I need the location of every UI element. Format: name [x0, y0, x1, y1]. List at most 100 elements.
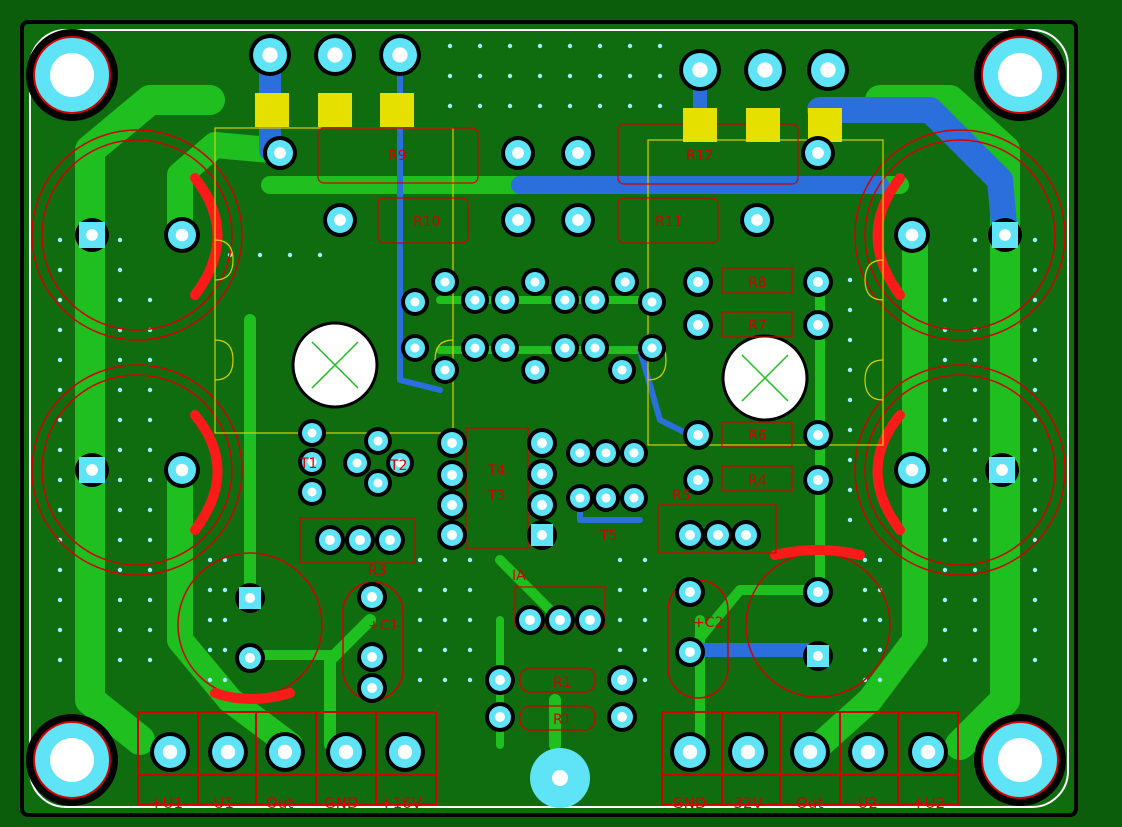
via: [117, 357, 123, 363]
via: [222, 617, 228, 623]
via: [117, 597, 123, 603]
via: [117, 387, 123, 393]
drill-hole: [307, 428, 317, 438]
label-t1: T1: [299, 456, 317, 472]
via: [507, 43, 513, 49]
drill-hole: [410, 343, 420, 353]
mounting-hole: [50, 53, 94, 97]
terminal-right-pin-4: -U2: [852, 794, 878, 812]
drill-hole: [693, 430, 703, 440]
via: [117, 297, 123, 303]
via: [847, 367, 853, 373]
via: [877, 617, 883, 623]
smd-pads: [255, 93, 842, 142]
drill-hole: [355, 535, 365, 545]
terminal-left-pin-4: GND: [324, 794, 358, 812]
resistor-outlines: [299, 123, 799, 731]
via: [57, 297, 63, 303]
through-hole-pads: [75, 34, 1022, 772]
via: [942, 297, 948, 303]
via: [537, 43, 543, 49]
via: [207, 587, 213, 593]
drill-hole: [440, 365, 450, 375]
via: [447, 73, 453, 79]
via: [617, 557, 623, 563]
via: [972, 357, 978, 363]
drill-hole: [525, 615, 535, 625]
drill-hole: [367, 652, 377, 662]
via: [117, 417, 123, 423]
drill-hole: [537, 500, 547, 510]
via: [847, 487, 853, 493]
via: [417, 617, 423, 623]
via: [1032, 567, 1038, 573]
drill-hole: [512, 214, 524, 226]
via: [477, 43, 483, 49]
via: [847, 397, 853, 403]
via: [417, 677, 423, 683]
terminal-left-pin-3: Out: [266, 794, 293, 812]
drill-hole: [820, 62, 836, 78]
via: [1032, 507, 1038, 513]
board-outline: [29, 29, 1069, 808]
drill-hole: [620, 277, 630, 287]
via: [417, 587, 423, 593]
drill-hole: [500, 295, 510, 305]
via: [537, 103, 543, 109]
drill-hole: [813, 430, 823, 440]
drill-hole: [175, 463, 189, 477]
transistor-mounting-holes: [291, 321, 809, 422]
via: [1032, 627, 1038, 633]
drill-hole: [629, 448, 639, 458]
via: [222, 557, 228, 563]
drill-hole: [495, 712, 505, 722]
via: [207, 647, 213, 653]
drill-hole: [555, 615, 565, 625]
via: [942, 357, 948, 363]
via: [877, 677, 883, 683]
via: [537, 73, 543, 79]
drill-hole: [813, 277, 823, 287]
drill-hole: [560, 295, 570, 305]
drill-hole: [530, 277, 540, 287]
via: [117, 567, 123, 573]
via: [972, 657, 978, 663]
via: [567, 43, 573, 49]
via: [57, 327, 63, 333]
via: [117, 507, 123, 513]
drill-hole: [693, 475, 703, 485]
drill-hole: [277, 744, 293, 760]
via: [642, 587, 648, 593]
drill-hole: [601, 493, 611, 503]
drill-hole: [999, 229, 1011, 241]
drill-hole: [617, 712, 627, 722]
terminal-right-pin-1: GND: [672, 794, 706, 812]
drill-hole: [367, 683, 377, 693]
drill-hole: [629, 493, 639, 503]
via: [972, 477, 978, 483]
drill-hole: [617, 365, 627, 375]
via: [117, 447, 123, 453]
via: [147, 657, 153, 663]
via: [222, 677, 228, 683]
board-edge: [20, 20, 1078, 817]
via: [627, 43, 633, 49]
via: [862, 617, 868, 623]
drill-hole: [685, 647, 695, 657]
via: [972, 417, 978, 423]
drill-hole: [813, 651, 823, 661]
via: [942, 417, 948, 423]
via: [597, 103, 603, 109]
via: [507, 73, 513, 79]
mounting-hole: [998, 53, 1042, 97]
terminal-right-pin-3: Out: [796, 794, 823, 812]
via: [147, 477, 153, 483]
via: [617, 617, 623, 623]
via: [117, 237, 123, 243]
drill-hole: [440, 277, 450, 287]
drill-hole: [813, 587, 823, 597]
drill-hole: [996, 464, 1008, 476]
via: [147, 597, 153, 603]
drill-hole: [590, 343, 600, 353]
via: [657, 43, 663, 49]
